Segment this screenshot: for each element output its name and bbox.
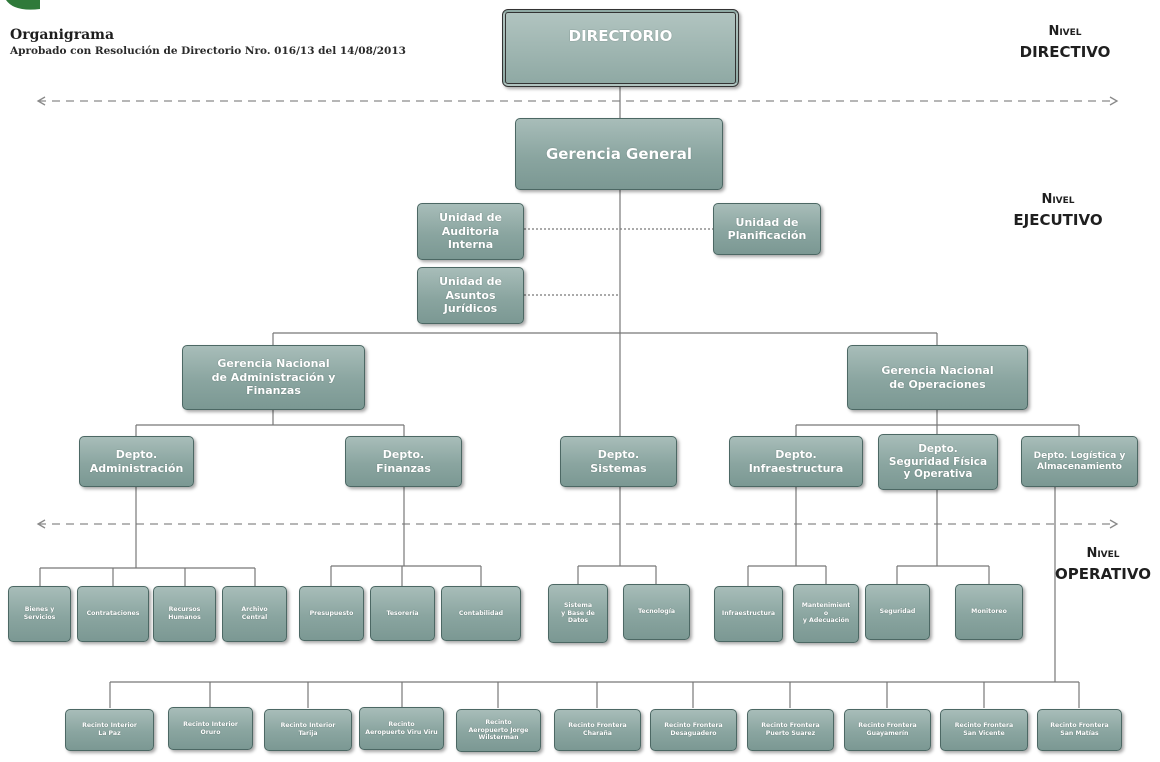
divider-arrow-right-icon [1109, 96, 1119, 106]
node-archivo-central[interactable]: Archivo Central [222, 586, 287, 642]
node-depto-infraestructura[interactable]: Depto. Infraestructura [729, 436, 863, 487]
node-recinto-viru-viru[interactable]: Recinto Aeropuerto Viru Viru [359, 707, 444, 750]
node-recinto-oruro[interactable]: Recinto Interior Oruro [168, 707, 253, 750]
node-depto-sistemas[interactable]: Depto. Sistemas [560, 436, 677, 487]
node-seguridad[interactable]: Seguridad [865, 584, 930, 640]
node-unidad-auditoria[interactable]: Unidad de Auditoria Interna [417, 203, 524, 260]
node-depto-administracion[interactable]: Depto. Administración [79, 436, 194, 487]
level-operativo-label: Nivel OPERATIVO [1048, 544, 1158, 584]
page-subtitle: Aprobado con Resolución de Directorio Nr… [10, 45, 406, 57]
level-word: Nivel [1048, 24, 1082, 39]
logo-icon [6, 0, 40, 10]
node-tecnologia[interactable]: Tecnología [623, 584, 690, 640]
node-unidad-planificacion[interactable]: Unidad de Planificación [713, 203, 821, 255]
node-gerencia-administracion[interactable]: Gerencia Nacional de Administración y Fi… [182, 345, 365, 410]
divider-arrow-right-icon [1109, 519, 1119, 529]
level-ejecutivo-label: Nivel EJECUTIVO [1000, 190, 1116, 230]
node-recinto-jorge-wilsterman[interactable]: Recinto Aeropuerto Jorge Wilsterman [456, 709, 541, 752]
node-mantenimiento[interactable]: Mantenimient o y Adecuación [793, 584, 859, 643]
node-recinto-tarija[interactable]: Recinto Interior Tarija [264, 709, 352, 751]
node-gerencia-general[interactable]: Gerencia General [515, 118, 723, 190]
page-title: Organigrama [10, 27, 115, 43]
node-monitoreo[interactable]: Monitoreo [955, 584, 1023, 640]
node-recinto-charana[interactable]: Recinto Frontera Charaña [554, 709, 641, 751]
level-word: Nivel [1086, 546, 1120, 561]
level-name: OPERATIVO [1055, 565, 1151, 583]
node-recinto-puerto-suarez[interactable]: Recinto Frontera Puerto Suarez [747, 709, 834, 751]
node-bienes-servicios[interactable]: Bienes y Servicios [8, 586, 71, 642]
node-directorio[interactable]: DIRECTORIO [502, 9, 739, 87]
node-depto-seguridad[interactable]: Depto. Seguridad Física y Operativa [878, 434, 998, 490]
level-name: DIRECTIVO [1019, 43, 1111, 61]
node-recinto-desaguadero[interactable]: Recinto Frontera Desaguadero [650, 709, 737, 751]
node-recinto-san-matias[interactable]: Recinto Frontera San Matías [1037, 709, 1122, 751]
divider-arrow-left-icon [36, 519, 46, 529]
node-contrataciones[interactable]: Contrataciones [77, 586, 149, 642]
node-unidad-juridicos[interactable]: Unidad de Asuntos Jurídicos [417, 267, 524, 324]
level-directivo-label: Nivel DIRECTIVO [1010, 22, 1120, 62]
level-name: EJECUTIVO [1013, 211, 1103, 229]
node-presupuesto[interactable]: Presupuesto [299, 586, 364, 641]
node-recinto-guayamerin[interactable]: Recinto Frontera Guayamerín [844, 709, 931, 751]
node-gerencia-operaciones[interactable]: Gerencia Nacional de Operaciones [847, 345, 1028, 410]
node-tesoreria[interactable]: Tesorería [370, 586, 435, 641]
node-contabilidad[interactable]: Contabilidad [441, 586, 521, 641]
node-depto-finanzas[interactable]: Depto. Finanzas [345, 436, 462, 487]
node-sistema-base-datos[interactable]: Sistema y Base de Datos [548, 584, 608, 643]
header: Organigrama Aprobado con Resolución de D… [10, 26, 406, 58]
level-word: Nivel [1041, 192, 1075, 207]
node-infraestructura[interactable]: Infraestructura [714, 586, 783, 642]
node-recinto-la-paz[interactable]: Recinto Interior La Paz [65, 709, 154, 751]
node-recinto-san-vicente[interactable]: Recinto Frontera San Vicente [940, 709, 1028, 751]
divider-arrow-left-icon [36, 96, 46, 106]
node-recursos-humanos[interactable]: Recursos Humanos [153, 586, 216, 642]
node-depto-logistica[interactable]: Depto. Logística y Almacenamiento [1021, 436, 1138, 487]
